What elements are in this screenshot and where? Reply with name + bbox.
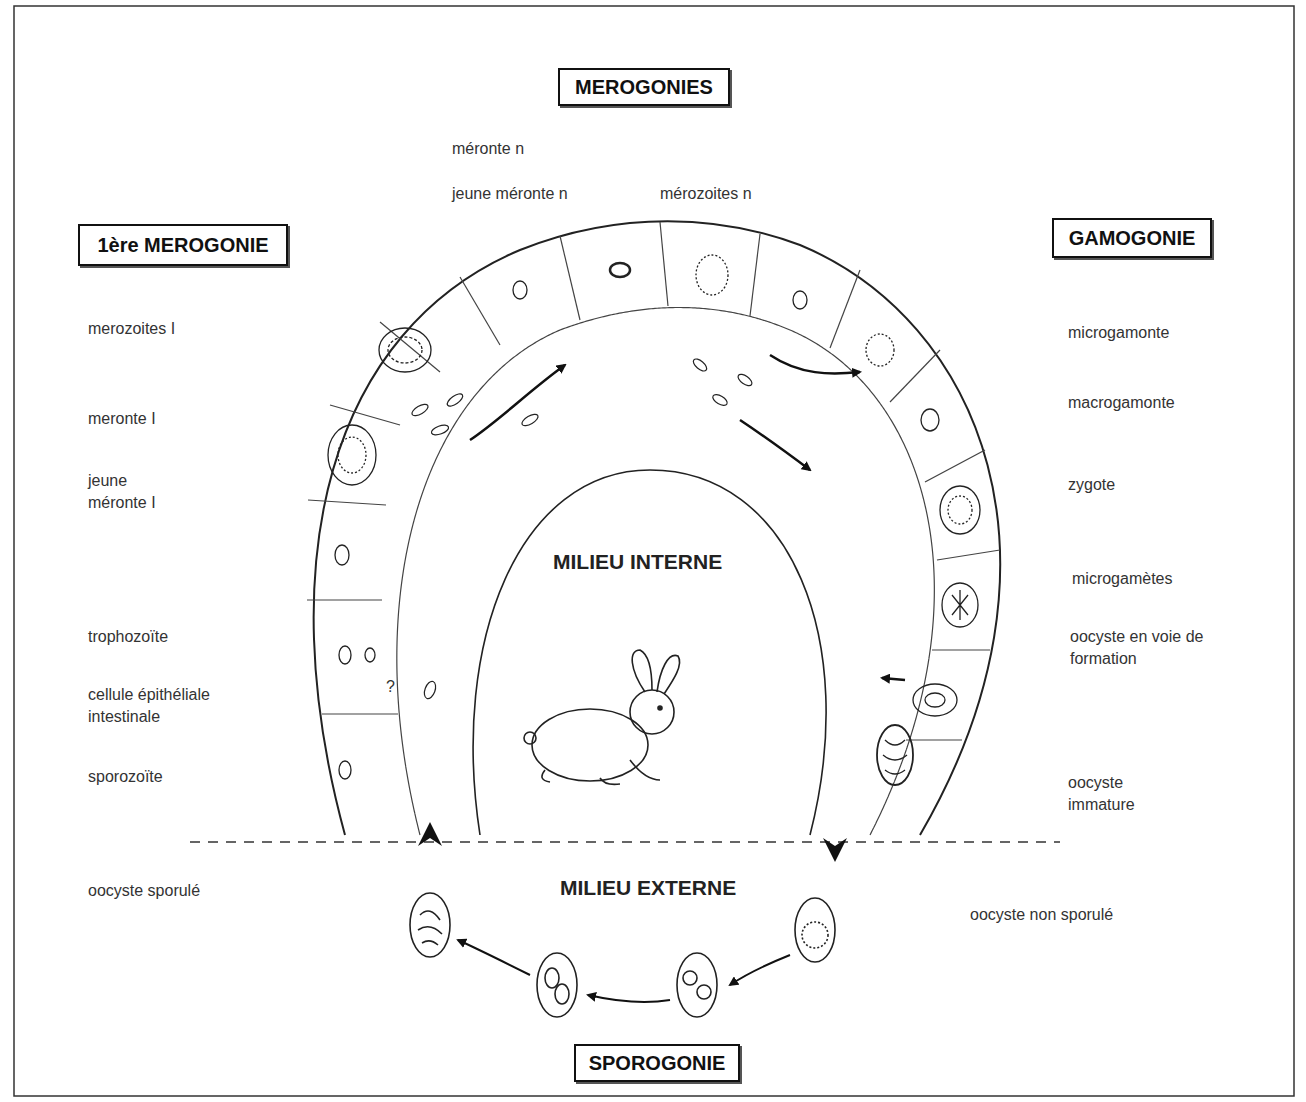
stage-label: ? (386, 676, 395, 698)
stage-label: sporozoïte (88, 766, 163, 788)
merozoites (410, 357, 754, 700)
stage-label: jeune méronte n (452, 183, 568, 205)
stage-label: oocyste en voie de formation (1070, 626, 1220, 669)
outer-arch (314, 221, 1001, 835)
stage-label: mérozoites n (660, 183, 752, 205)
stage-label: oocyste immature (1068, 772, 1168, 815)
stage-heading: MEROGONIES (575, 76, 713, 99)
stage-label: merozoites I (88, 318, 175, 340)
rabbit (524, 650, 680, 784)
arrow-up (418, 822, 442, 846)
stage-label: meronte I (88, 408, 156, 430)
inner-arch (473, 470, 826, 835)
arrow-down (823, 838, 847, 862)
cycle-arrows (470, 355, 905, 680)
stage-heading-box: MEROGONIES (558, 68, 730, 106)
stage-label: cellule épithéliale intestinale (88, 684, 258, 727)
cell-dividers (307, 222, 1000, 740)
stage-label: jeune méronte I (88, 470, 183, 513)
stage-label: microgamètes (1072, 568, 1172, 590)
sporogony-arrows (458, 940, 790, 1002)
epithelium-line (397, 308, 935, 836)
stage-heading: 1ère MEROGONIE (97, 234, 268, 257)
stage-heading: GAMOGONIE (1069, 227, 1196, 250)
oocysts (410, 893, 835, 1017)
region-label: MILIEU INTERNE (553, 548, 722, 576)
stage-heading-box: GAMOGONIE (1052, 218, 1212, 258)
stage-heading: SPOROGONIE (589, 1052, 726, 1075)
separator-line (190, 841, 1060, 843)
region-label: MILIEU EXTERNE (560, 874, 736, 902)
stage-label: zygote (1068, 474, 1115, 496)
stage-label: méronte n (452, 138, 524, 160)
frame (14, 6, 1294, 1096)
stage-heading-box: SPOROGONIE (574, 1044, 740, 1082)
parasite-stages (328, 255, 980, 785)
stage-label: oocyste sporulé (88, 880, 200, 902)
stage-label: oocyste non sporulé (970, 904, 1113, 926)
stage-label: trophozoïte (88, 626, 168, 648)
stage-label: microgamonte (1068, 322, 1169, 344)
stage-label: macrogamonte (1068, 392, 1175, 414)
stage-heading-box: 1ère MEROGONIE (78, 224, 288, 266)
